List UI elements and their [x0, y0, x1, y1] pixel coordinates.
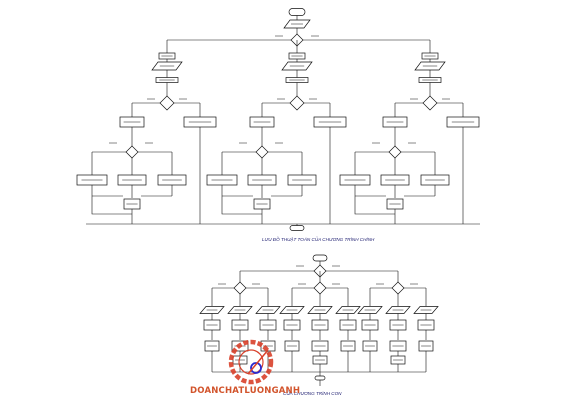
watermark-logo-center [250, 362, 262, 374]
connector-line [354, 196, 395, 215]
decision-diamond [313, 281, 327, 295]
decision-diamond [391, 281, 405, 295]
watermark-logo-inner-ring [238, 349, 264, 375]
watermark-text: DOANCHATLUONGANH [190, 386, 301, 396]
decision-diamond [159, 95, 175, 111]
main-flowchart-caption: LƯU ĐỒ THUẬT TOÁN CỦA CHƯƠNG TRÌNH CHÍNH [262, 237, 375, 242]
start-terminator [288, 8, 306, 16]
connector-line [221, 196, 262, 215]
decision-diamond [289, 95, 305, 111]
end-terminator [289, 225, 305, 231]
decision-diamond [233, 281, 247, 295]
decision-diamond [125, 145, 139, 159]
sub-flowchart-caption: CỦA CHƯƠNG TRÌNH CON [283, 391, 342, 396]
decision-diamond [388, 145, 402, 159]
decision-diamond [422, 95, 438, 111]
sub-start-terminator [312, 254, 328, 262]
connector-line [91, 196, 132, 215]
decision-diamond [255, 145, 269, 159]
watermark-logo-needle [247, 349, 269, 375]
watermark-logo-ring [228, 339, 274, 385]
sub-end-terminator [314, 375, 326, 381]
